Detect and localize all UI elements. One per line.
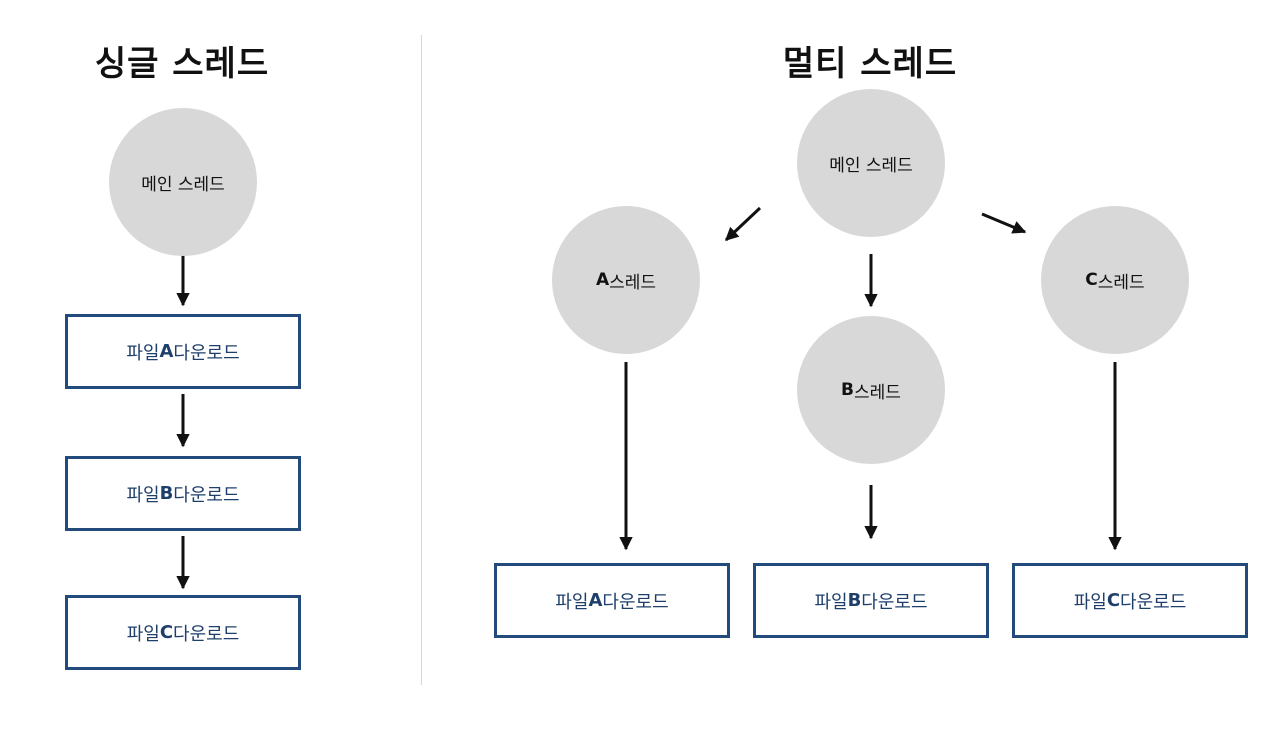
multi-file-b-download-box: 파일 B 다운로드 [753,563,989,638]
task-suffix: 다운로드 [602,591,669,613]
task-prefix: 파일 [814,591,848,613]
task-suffix: 다운로드 [173,623,240,645]
thread-letter: C [1085,270,1098,290]
task-prefix: 파일 [126,484,160,506]
task-suffix: 다운로드 [861,591,928,613]
task-letter: B [159,483,174,504]
thread-label: 스레드 [854,382,901,403]
task-letter: B [847,590,862,611]
single-file-a-download-box: 파일 A 다운로드 [65,314,301,389]
task-suffix: 다운로드 [173,342,240,364]
single-file-b-download-box: 파일 B 다운로드 [65,456,301,531]
thread-letter: B [841,380,855,400]
task-prefix: 파일 [126,342,160,364]
multi-file-a-download-box: 파일 A 다운로드 [494,563,730,638]
task-prefix: 파일 [1073,591,1107,613]
thread-label: 스레드 [609,272,657,293]
main-thread-label: 메인 스레드 [829,155,913,176]
task-prefix: 파일 [126,623,160,645]
multi-thread-title: 멀티 스레드 [782,44,958,84]
single-main-thread-node: 메인 스레드 [109,108,257,256]
arrow-main-to-thread-a [724,206,762,242]
thread-label: 스레드 [1097,272,1145,293]
thread-c-node: C 스레드 [1041,206,1189,354]
task-letter: C [1106,590,1121,611]
thread-b-node: B 스레드 [797,316,945,464]
task-letter: A [588,590,603,611]
task-suffix: 다운로드 [1120,591,1187,613]
task-letter: A [159,341,174,362]
section-divider [421,35,422,685]
task-prefix: 파일 [555,591,589,613]
arrow-main-to-thread-c [981,212,1027,234]
task-letter: C [159,622,174,643]
multi-main-thread-node: 메인 스레드 [797,89,945,237]
task-suffix: 다운로드 [173,484,240,506]
thread-a-node: A 스레드 [552,206,700,354]
single-thread-title: 싱글 스레드 [94,44,270,84]
main-thread-label: 메인 스레드 [141,174,225,195]
thread-letter: A [595,270,610,290]
